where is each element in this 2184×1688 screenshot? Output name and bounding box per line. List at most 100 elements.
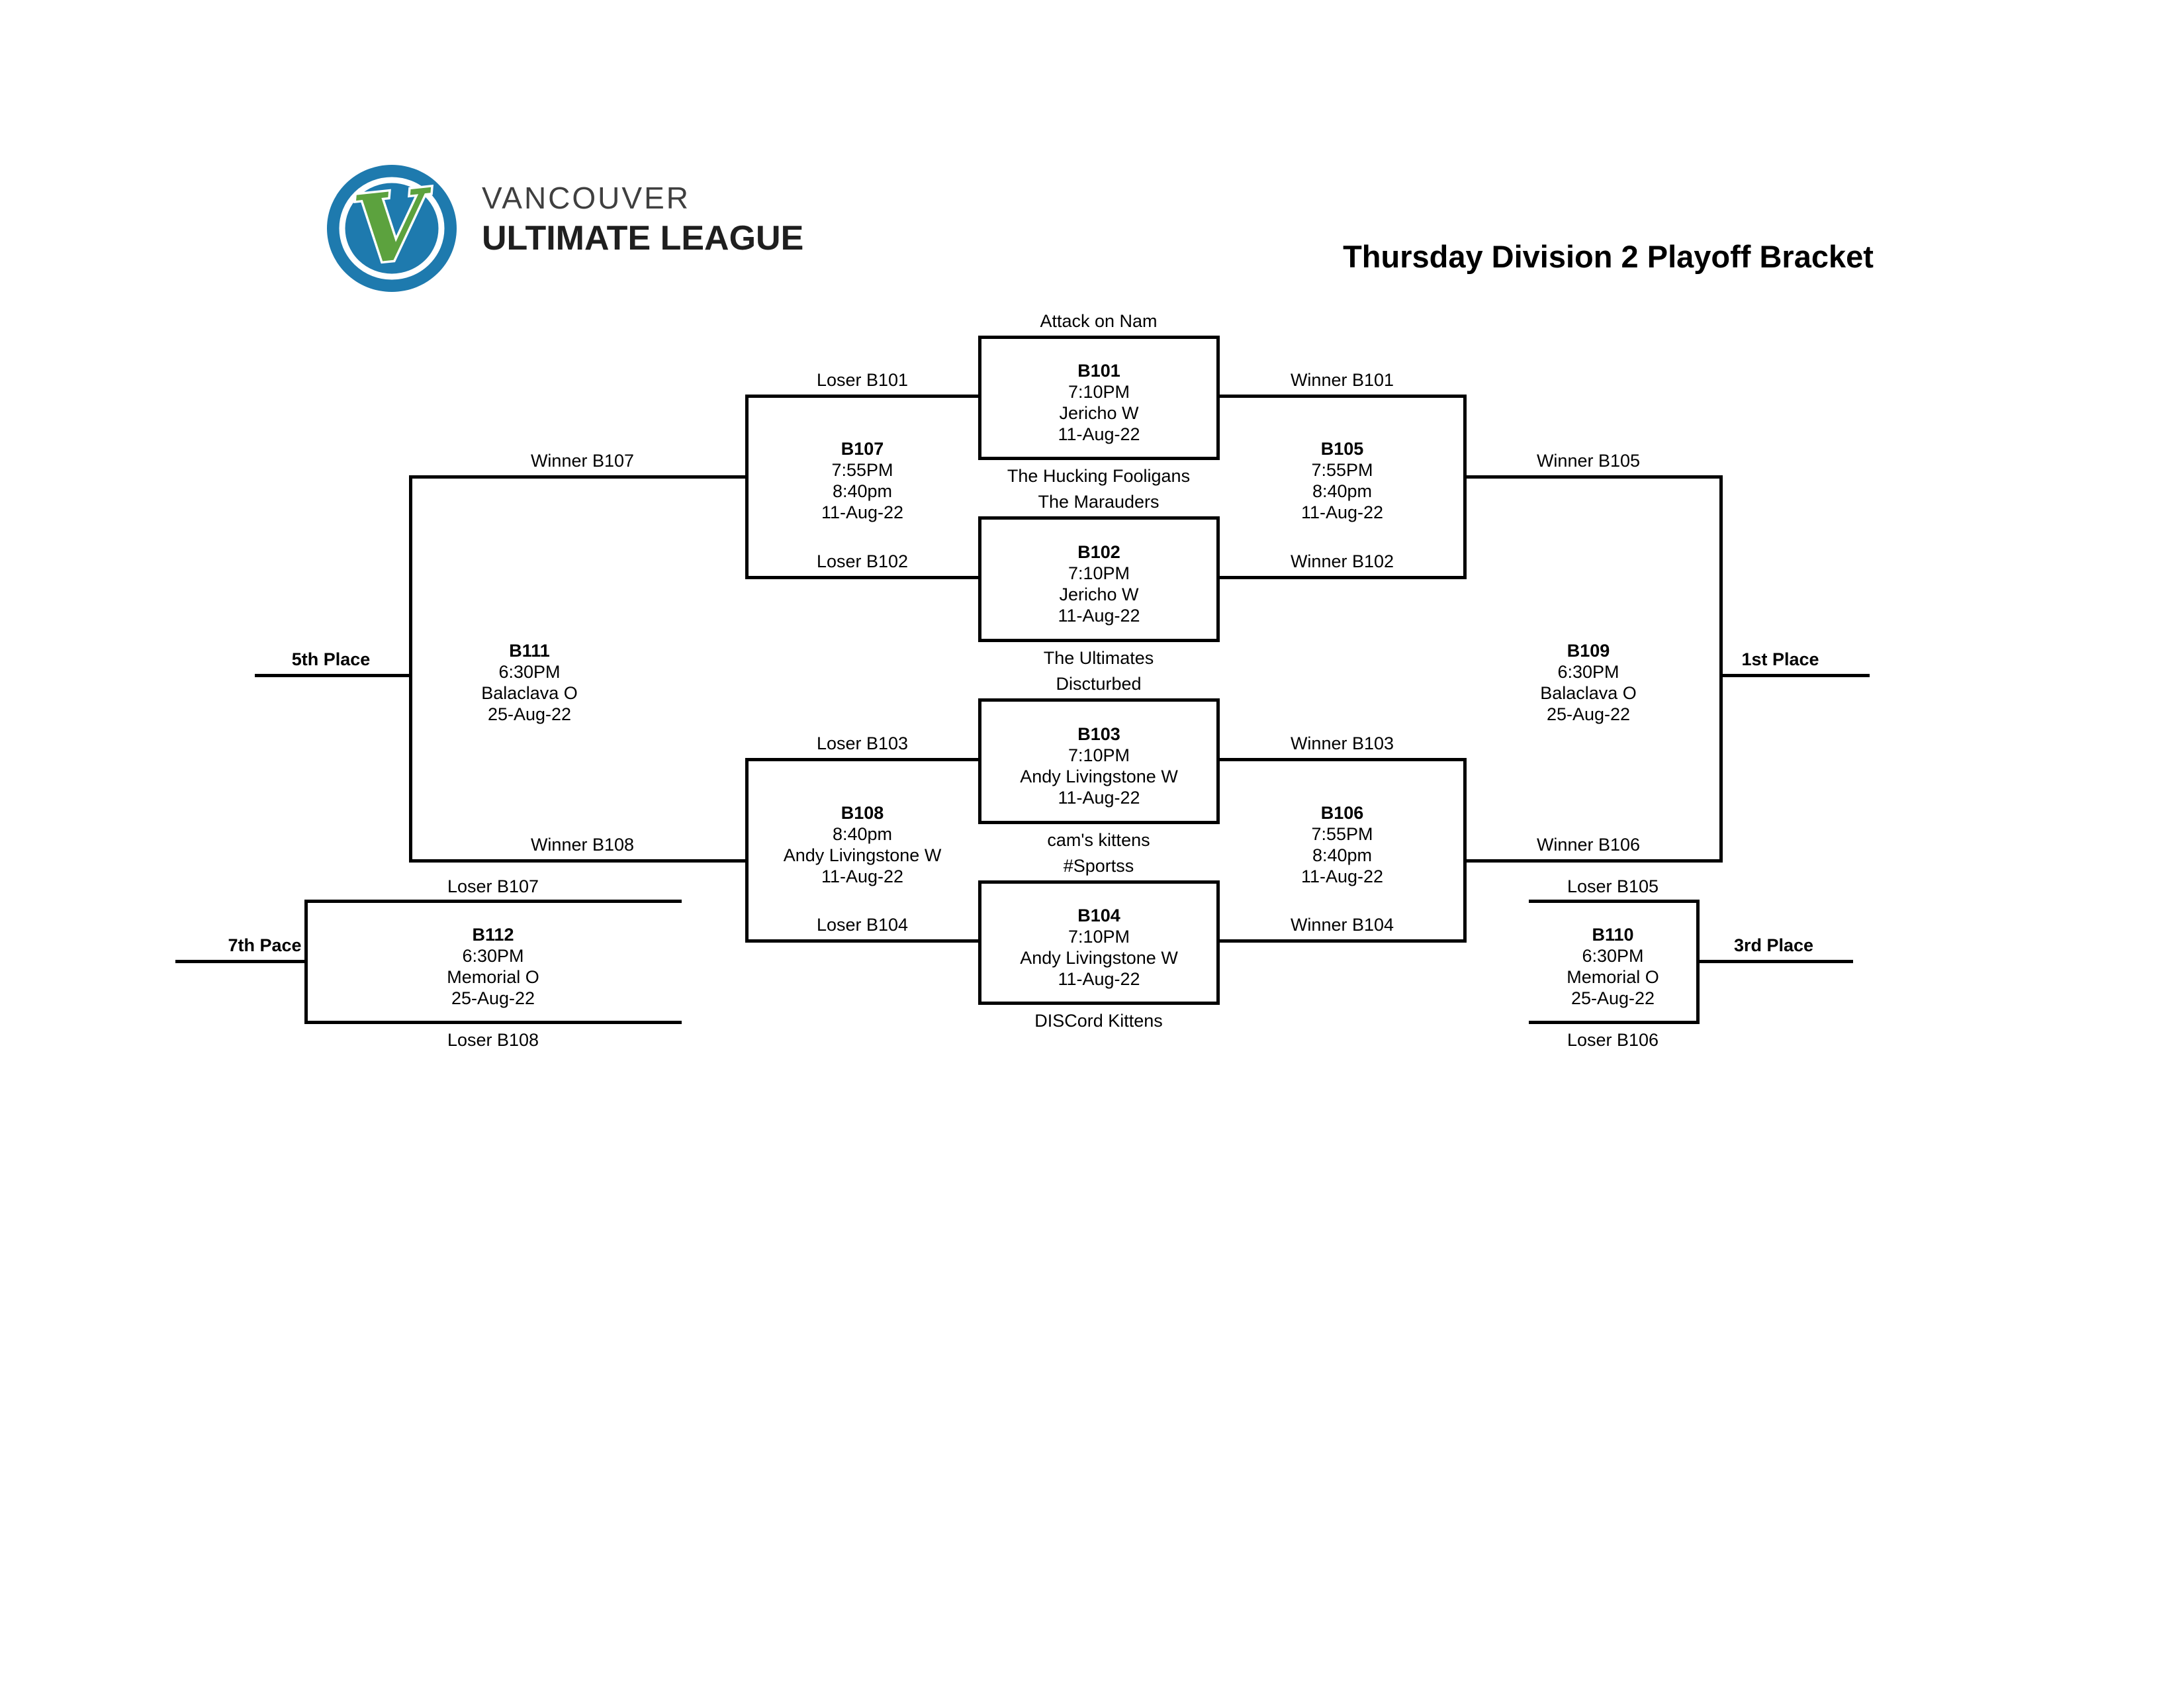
game-venue: Andy Livingstone W [783,845,942,865]
seed-label: The Marauders [1038,492,1160,512]
game-time: 7:10PM [1068,563,1130,583]
bracket-line [175,960,306,963]
game-box-b102: B102 7:10PM Jericho W 11-Aug-22 [978,516,1220,642]
advance-label: Winner B106 [1536,835,1641,855]
game-time: 6:30PM [1582,946,1644,966]
bracket-line [747,758,978,761]
game-text-b107: B107 7:55PM 8:40pm 11-Aug-22 [747,438,978,523]
bracket-line [1220,395,1465,398]
game-date: 25-Aug-22 [1546,704,1631,724]
game-time: 7:55PM [1311,460,1373,480]
game-text-b109: B109 6:30PM Balaclava O 25-Aug-22 [1473,640,1704,725]
advance-label: Winner B105 [1536,451,1641,471]
bracket-line [255,674,410,677]
game-time: 7:10PM [1068,927,1130,947]
game-date: 11-Aug-22 [1058,424,1140,444]
bracket-line [745,395,749,579]
seed-label: #Sportss [1063,856,1134,876]
game-date: 11-Aug-22 [1058,969,1140,989]
feed-label: Winner B104 [1290,915,1394,935]
bracket-line [1529,1021,1698,1024]
game-text-b106: B106 7:55PM 8:40pm 11-Aug-22 [1226,802,1458,887]
feed-label: Loser B106 [1567,1030,1659,1050]
seed-label: Attack on Nam [1040,311,1158,331]
game-venue: Jericho W [1059,585,1139,604]
feed-label: Loser B107 [447,876,539,896]
bracket-line [1465,859,1723,863]
bracket-line [1220,939,1465,943]
game-box-b103: B103 7:10PM Andy Livingstone W 11-Aug-22 [978,698,1220,824]
game-date: 11-Aug-22 [1058,788,1140,808]
brand-line2: ULTIMATE LEAGUE [482,219,804,258]
bracket-line [1698,960,1853,963]
bracket-line [409,475,412,863]
game-text-b111: B111 6:30PM Balaclava O 25-Aug-22 [414,640,645,725]
game-venue: Memorial O [1567,967,1659,987]
game-time: 7:55PM [831,460,893,480]
game-date: 11-Aug-22 [821,867,904,886]
feed-label: Winner B102 [1290,551,1394,571]
advance-label: Winner B107 [530,451,635,471]
bracket-line [304,900,308,1024]
game-text-b108: B108 8:40pm Andy Livingstone W 11-Aug-22 [747,802,978,887]
bracket-line [410,475,747,479]
game-time: 6:30PM [462,946,524,966]
game-venue: Memorial O [447,967,539,987]
place-label-3rd: 3rd Place [1733,935,1814,955]
bracket-line [410,859,747,863]
bracket-line [1220,576,1465,579]
game-date: 11-Aug-22 [821,502,904,522]
game-id: B108 [841,803,884,823]
game-time: 8:40pm [832,824,893,844]
game-id: B106 [1320,803,1364,823]
game-time: 7:10PM [1068,382,1130,402]
game-id: B111 [509,641,550,661]
bracket-line [306,900,682,903]
game-venue: Jericho W [1059,403,1139,423]
game-id: B112 [472,925,514,945]
bracket-line [1463,395,1467,579]
game-time2: 8:40pm [832,481,893,501]
feed-label: Winner B101 [1290,370,1394,390]
game-id: B107 [841,439,884,459]
game-time: 6:30PM [498,662,561,682]
seed-label: cam's kittens [1047,830,1150,850]
game-id: B103 [1077,724,1120,744]
game-venue: Balaclava O [481,683,578,703]
game-id: B110 [1592,925,1634,945]
game-venue: Andy Livingstone W [1020,767,1178,786]
bracket-line [1220,758,1465,761]
seed-label: DISCord Kittens [1034,1011,1163,1031]
brand-line1: VANCOUVER [482,181,690,215]
page-title: Thursday Division 2 Playoff Bracket [1343,239,1874,274]
bracket-line [1719,475,1723,863]
game-box-b101: B101 7:10PM Jericho W 11-Aug-22 [978,336,1220,460]
feed-label: Loser B108 [447,1030,539,1050]
game-date: 11-Aug-22 [1300,867,1384,886]
bracket-line [1465,475,1723,479]
game-date: 11-Aug-22 [1058,606,1140,626]
game-id: B101 [1077,361,1120,381]
game-time: 6:30PM [1557,662,1619,682]
game-date: 25-Aug-22 [1570,988,1655,1008]
game-date: 11-Aug-22 [1300,502,1384,522]
place-label-5th: 5th Place [291,649,371,669]
seed-label: Discturbed [1056,674,1142,694]
game-venue: Balaclava O [1540,683,1637,703]
bracket-line [1721,674,1870,677]
advance-label: Winner B108 [530,835,635,855]
feed-label: Loser B103 [816,733,909,753]
game-id: B104 [1077,906,1120,925]
bracket-line [747,576,978,579]
seed-label: The Ultimates [1043,648,1154,668]
game-time2: 8:40pm [1312,845,1373,865]
place-label-7th: 7th Pace [228,935,302,955]
game-box-b104: B104 7:10PM Andy Livingstone W 11-Aug-22 [978,880,1220,1005]
feed-label: Loser B105 [1567,876,1659,896]
bracket-line [747,395,978,398]
game-id: B109 [1567,641,1610,661]
game-text-b105: B105 7:55PM 8:40pm 11-Aug-22 [1226,438,1458,523]
seed-label: The Hucking Fooligans [1007,466,1191,486]
game-time2: 8:40pm [1312,481,1373,501]
feed-label: Loser B102 [816,551,909,571]
